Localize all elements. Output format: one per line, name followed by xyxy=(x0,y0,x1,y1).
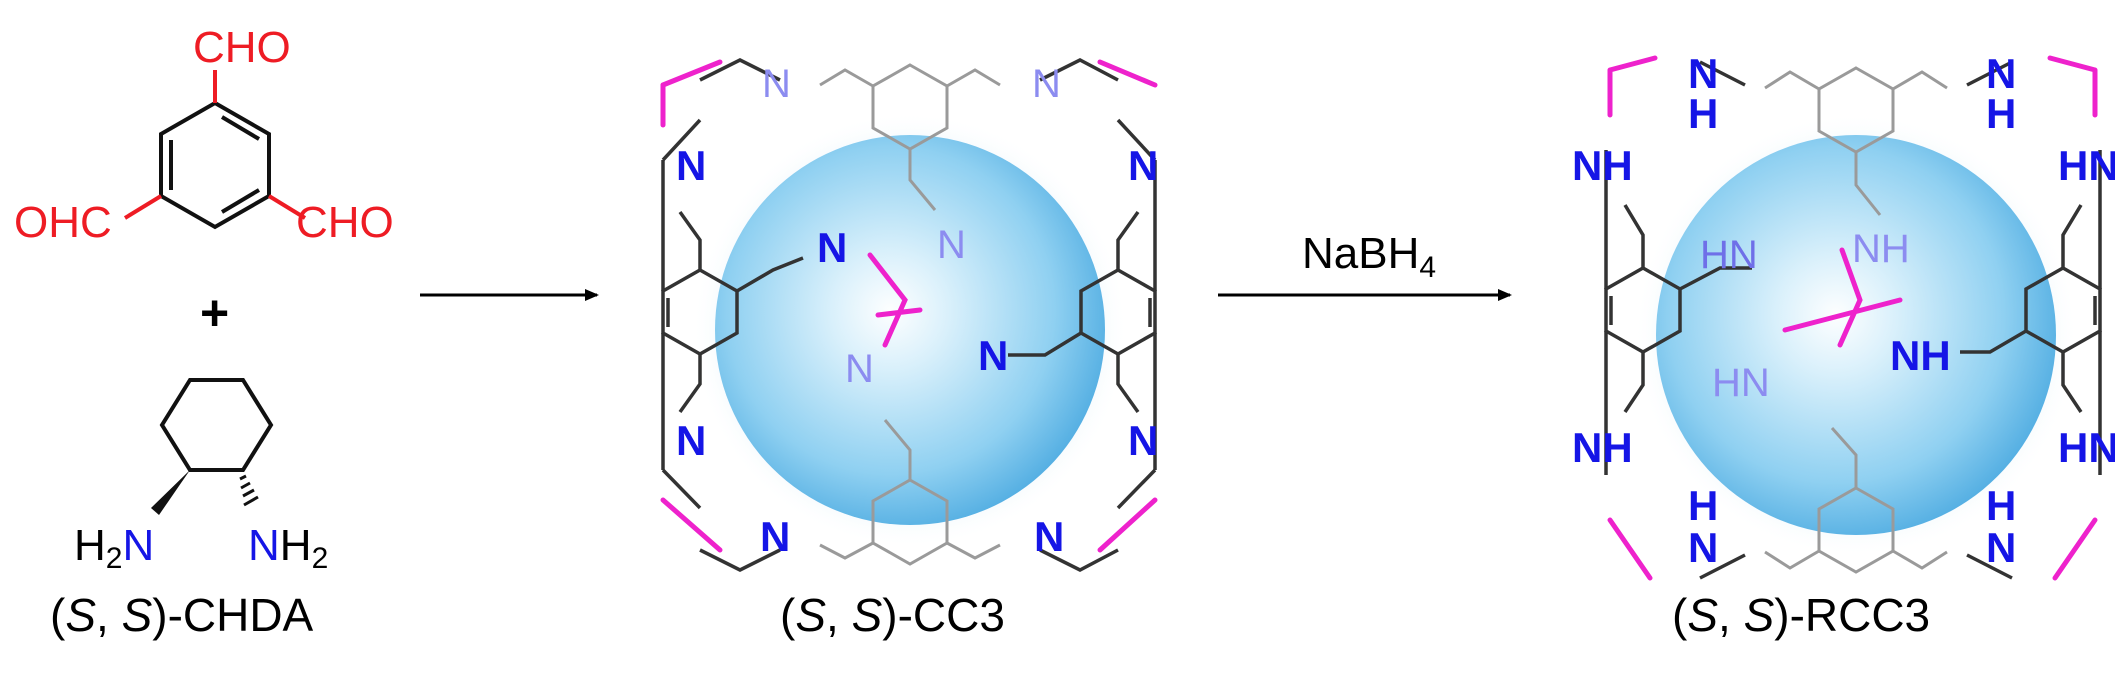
amine-hn-center-bottom: HN xyxy=(1712,361,1770,405)
pink-edge-tl xyxy=(660,59,723,88)
plus-sign: + xyxy=(200,285,229,341)
cage-cc3: N N N N N N N N N N N N xyxy=(660,58,1158,572)
imine-n-7: N xyxy=(760,513,790,560)
pink-edge-bl xyxy=(1607,517,1653,581)
benzene-ring xyxy=(159,100,271,230)
caption-cc3: (S, S)-CC3 xyxy=(780,589,1005,641)
aldehyde-left-label: OHC xyxy=(14,198,112,247)
amine-hn-center-left: HN xyxy=(1700,233,1758,277)
aldehyde-top-label: CHO xyxy=(193,23,291,72)
imine-n-5: N xyxy=(817,224,847,271)
pink-edge-br xyxy=(1097,497,1158,553)
pink-edge-tr xyxy=(2047,55,2098,118)
wedge-bond xyxy=(151,470,190,515)
amine-nh-bl: NH xyxy=(1572,424,1633,471)
pink-edge-tr xyxy=(1097,59,1158,88)
amine-hn-br: HN xyxy=(2058,424,2115,471)
aldehyde-right-label: CHO xyxy=(296,198,394,247)
imine-n-2: N xyxy=(1128,142,1158,189)
amine-n-bottom-left: N xyxy=(1688,524,1718,571)
amine-left-label: H2N xyxy=(74,521,154,575)
back-ring-bottom xyxy=(1817,486,1895,574)
cavity-sphere xyxy=(1656,135,2056,535)
imine-n-6: N xyxy=(978,332,1008,379)
amine-n-bottom-right: N xyxy=(1986,524,2016,571)
diamine-molecule xyxy=(159,378,274,472)
cage-rcc3: NH HN NH HN N H N H H N H N HN NH NH HN xyxy=(1572,50,2115,581)
pink-center xyxy=(1782,247,1903,348)
caption-rcc3: (S, S)-RCC3 xyxy=(1672,589,1931,641)
trialdehyde-molecule xyxy=(123,70,307,230)
imine-n-faint-4: N xyxy=(845,347,874,391)
amine-h-bottom-right: H xyxy=(1986,482,2016,529)
caption-chda: (S, S)-CHDA xyxy=(50,589,314,641)
imine-n-4: N xyxy=(1128,417,1158,464)
imine-n-8: N xyxy=(1034,513,1064,560)
reducing-agent-label: NaBH4 xyxy=(1302,229,1436,284)
pink-edge-br xyxy=(2052,517,2098,581)
imine-n-3: N xyxy=(676,417,706,464)
amine-nh-top-right: N xyxy=(1986,50,2016,97)
amine-h-bottom-left: H xyxy=(1688,482,1718,529)
cavity-sphere xyxy=(715,135,1105,525)
amine-nh-top-left: N xyxy=(1688,50,1718,97)
back-ring-bottom xyxy=(871,478,949,566)
amine-h-top-left: H xyxy=(1688,90,1718,137)
amine-nh-center-right: NH xyxy=(1890,332,1951,379)
hash-bond xyxy=(239,474,259,507)
imine-n-faint-3: N xyxy=(937,223,966,267)
amine-nh-tl: NH xyxy=(1572,142,1633,189)
imine-n-faint-2: N xyxy=(1032,62,1061,106)
amine-h-top-right: H xyxy=(1986,90,2016,137)
pink-edge-tl xyxy=(1607,55,1658,118)
amine-hn-tr: HN xyxy=(2058,142,2115,189)
imine-n-faint-1: N xyxy=(762,62,791,106)
amine-right-label: NH2 xyxy=(248,521,328,575)
pink-edge-bl xyxy=(660,497,723,553)
amine-nh-center-top: NH xyxy=(1852,227,1910,271)
pink-center xyxy=(867,252,923,348)
cyclohexane-ring xyxy=(159,378,274,472)
imine-n-1: N xyxy=(676,142,706,189)
